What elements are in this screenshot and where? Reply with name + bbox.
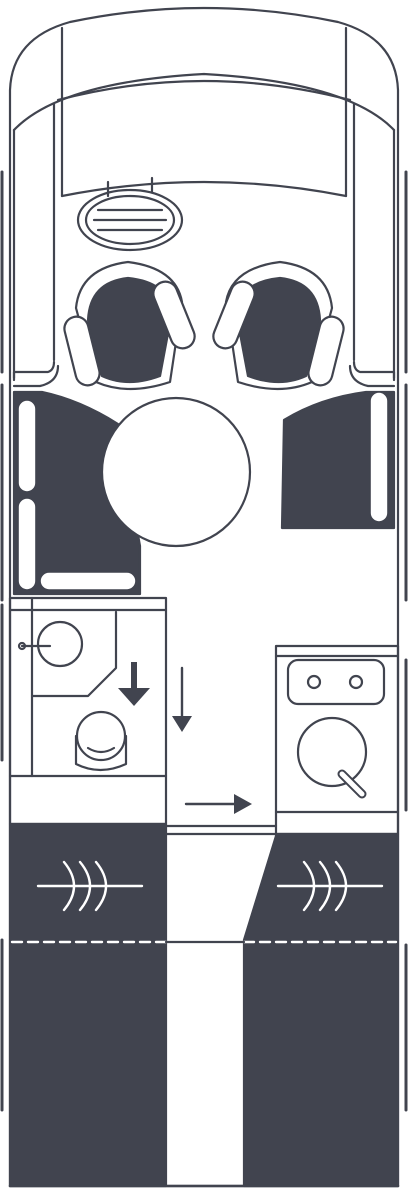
van-outer-wall: [8, 6, 400, 1188]
arrow-right-icon: [184, 794, 252, 814]
stove-icon: [286, 658, 386, 706]
roof-vent-icon: [76, 188, 184, 252]
arrow-down-icon: [118, 662, 150, 706]
bench-cushion-icon: [39, 571, 137, 591]
heater-icon: [276, 860, 384, 912]
cab-door-left: [12, 360, 60, 388]
dinette-bench-right: [280, 390, 396, 530]
swivel-seat-icon: [212, 260, 345, 391]
swivel-seat-icon: [63, 260, 196, 391]
bench-cushion-icon: [369, 391, 389, 523]
round-table-icon: [100, 396, 252, 548]
bathroom-unit: [8, 596, 168, 826]
kitchen-unit: [274, 644, 400, 836]
toilet-icon: [74, 710, 128, 772]
arrow-down-icon: [172, 666, 192, 732]
faucet-icon: [337, 769, 367, 799]
bench-cushion-icon: [17, 399, 37, 493]
bench-cushion-icon: [17, 497, 37, 591]
sink-icon: [17, 620, 84, 668]
exterior-side-markers: [0, 170, 408, 1112]
cab-door-right: [348, 360, 396, 388]
rear-aisle-step: [164, 824, 278, 836]
sink-icon: [296, 716, 368, 799]
cab-windshield: [12, 26, 396, 380]
heater-icon: [36, 860, 144, 912]
